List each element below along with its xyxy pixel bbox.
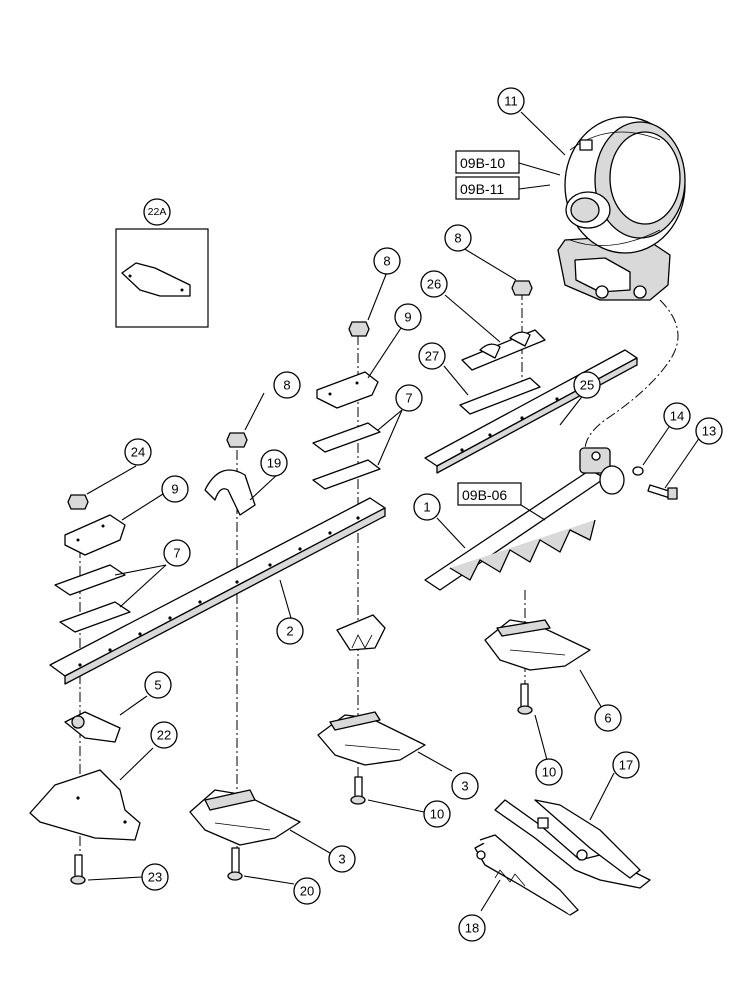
callout-22: 22 — [150, 721, 178, 749]
bolt-20 — [227, 847, 243, 881]
nut-24 — [67, 494, 89, 510]
callout-8-center: 8 — [373, 247, 401, 275]
callout-24: 24 — [124, 438, 152, 466]
callout-number: 22 — [157, 728, 171, 743]
bracket-5 — [64, 711, 121, 743]
callout-3-upper: 3 — [451, 772, 479, 800]
guard-3-lower — [189, 789, 301, 846]
plate-26 — [461, 329, 546, 371]
callout-13: 13 — [695, 417, 723, 445]
callout-number: 3 — [338, 852, 345, 867]
callout-number: 10 — [542, 765, 556, 780]
callout-number: 7 — [405, 391, 412, 406]
callout-10-center: 10 — [423, 800, 451, 828]
nut-8-center — [348, 321, 370, 337]
callout-number: 3 — [461, 779, 468, 794]
bracket-center — [336, 614, 386, 651]
inset-22a — [115, 228, 209, 328]
divider-18 — [474, 834, 579, 916]
callout-25: 25 — [573, 371, 601, 399]
callout-27: 27 — [418, 342, 446, 370]
guard-3-upper — [317, 711, 426, 766]
reference-box-09b-06: 09B-06 — [457, 482, 522, 506]
shims-7-center — [312, 422, 381, 490]
callout-8-left: 8 — [273, 371, 301, 399]
callout-number: 20 — [300, 884, 314, 899]
bolt-13 — [647, 484, 678, 500]
callout-20: 20 — [293, 877, 321, 905]
callout-7-center: 7 — [395, 384, 423, 412]
guard-6 — [484, 619, 591, 671]
callout-number: 8 — [283, 378, 290, 393]
clamp-19 — [204, 469, 256, 516]
reference-label: 09B-10 — [460, 155, 505, 171]
callout-6: 6 — [594, 704, 622, 732]
callout-11: 11 — [497, 87, 525, 115]
callout-number: 26 — [427, 277, 441, 292]
bolt-10-right — [517, 683, 533, 715]
callout-number: 14 — [670, 409, 684, 424]
callout-number: 18 — [465, 921, 479, 936]
clip-9-left — [64, 514, 126, 556]
callout-9-center: 9 — [394, 303, 422, 331]
callout-number: 22A — [148, 206, 167, 218]
callout-number: 13 — [702, 424, 716, 439]
callout-number: 19 — [267, 456, 281, 471]
callout-number: 9 — [404, 310, 411, 325]
clip-9-center — [316, 371, 379, 409]
callout-18: 18 — [458, 914, 486, 942]
callout-number: 25 — [580, 378, 594, 393]
callout-9-left: 9 — [161, 475, 189, 503]
gearbox-motor-11 — [557, 116, 686, 301]
callout-number: 23 — [148, 870, 162, 885]
callout-number: 27 — [425, 349, 439, 364]
callout-7-left: 7 — [163, 539, 191, 567]
callout-number: 6 — [604, 711, 611, 726]
nut-8-left — [226, 432, 248, 448]
callout-17: 17 — [612, 751, 640, 779]
callout-5: 5 — [144, 671, 172, 699]
plate-22 — [29, 769, 141, 841]
callout-19: 19 — [260, 449, 288, 477]
callout-1: 1 — [413, 493, 441, 521]
callout-number: 10 — [430, 807, 444, 822]
callout-26: 26 — [420, 270, 448, 298]
bolt-23 — [70, 854, 86, 885]
plate-27 — [459, 377, 541, 415]
callout-14: 14 — [663, 402, 691, 430]
nut-8-right — [511, 280, 533, 296]
callout-23: 23 — [141, 863, 169, 891]
callout-number: 8 — [454, 231, 461, 246]
callout-number: 24 — [131, 445, 145, 460]
callout-2: 2 — [276, 617, 304, 645]
bolt-10-center — [350, 776, 366, 805]
shims-7-left — [54, 564, 131, 633]
callout-3-lower: 3 — [328, 845, 356, 873]
callout-8-right: 8 — [444, 224, 472, 252]
bar-2 — [49, 497, 386, 685]
knife-assembly-1 — [424, 447, 625, 591]
callout-10-right: 10 — [535, 758, 563, 786]
callout-number: 2 — [286, 624, 293, 639]
reference-box-09b-10: 09B-10 — [455, 150, 520, 174]
callout-22a: 22A — [143, 198, 171, 226]
callout-number: 7 — [173, 546, 180, 561]
callout-number: 8 — [383, 254, 390, 269]
washer-14 — [632, 466, 644, 476]
divider-17 — [494, 799, 651, 889]
callout-number: 5 — [154, 678, 161, 693]
reference-label: 09B-11 — [460, 181, 504, 197]
reference-box-09b-11: 09B-11 — [455, 176, 520, 200]
callout-number: 1 — [423, 500, 430, 515]
callout-number: 11 — [504, 94, 518, 109]
callout-number: 17 — [619, 758, 633, 773]
reference-label: 09B-06 — [462, 487, 507, 503]
callout-number: 9 — [171, 482, 178, 497]
